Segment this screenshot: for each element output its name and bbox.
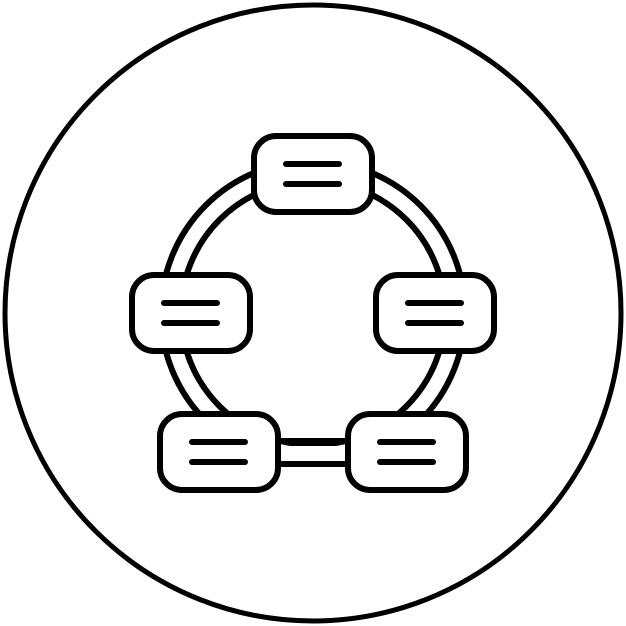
- node-bottom-left: [157, 411, 281, 493]
- node-right: [373, 272, 497, 354]
- node-top: [251, 133, 375, 215]
- node-left: [129, 272, 253, 354]
- node-bottom-right: [345, 411, 469, 493]
